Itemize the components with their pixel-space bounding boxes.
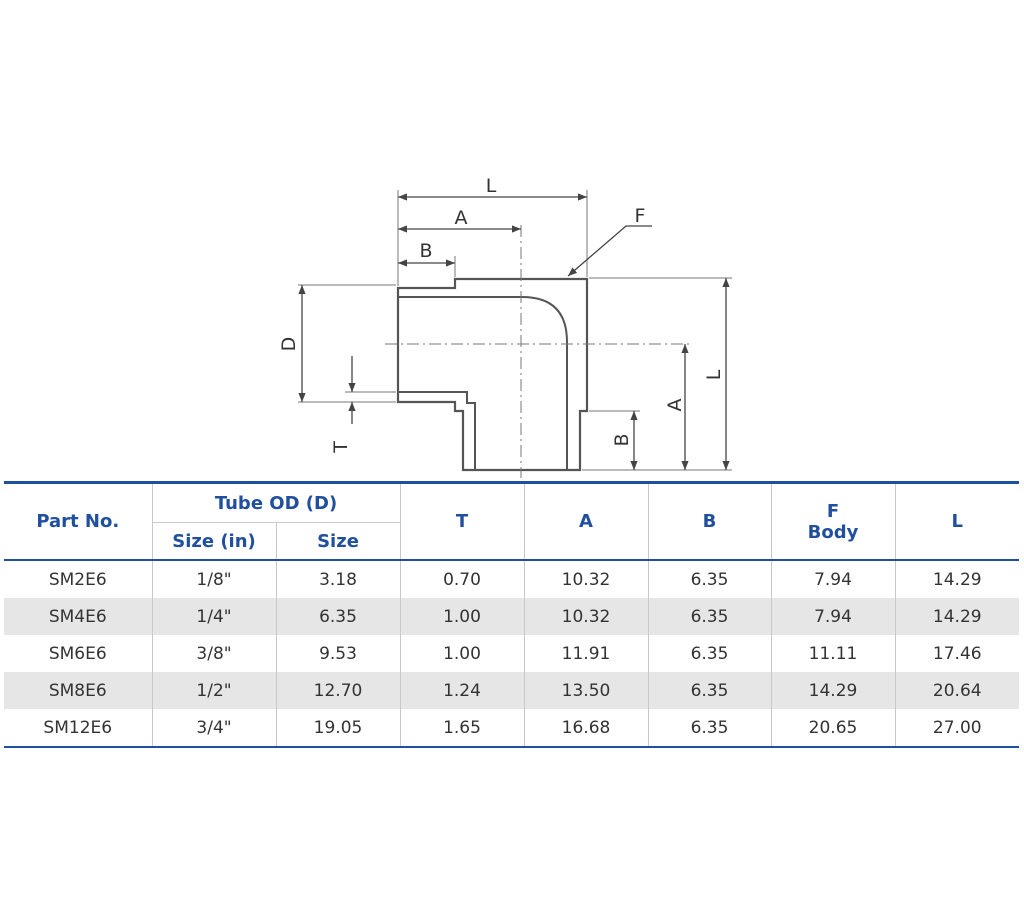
header-tube-od: Tube OD (D) bbox=[151, 482, 401, 523]
cell-a: 10.32 bbox=[523, 598, 649, 635]
table-row: SM6E6 3/8" 9.53 1.00 11.91 6.35 11.11 17… bbox=[4, 635, 1020, 672]
cell-size: 19.05 bbox=[275, 709, 401, 747]
cell-t: 1.65 bbox=[399, 709, 525, 747]
cell-a: 13.50 bbox=[523, 672, 649, 709]
cell-b: 6.35 bbox=[647, 709, 772, 747]
cell-b: 6.35 bbox=[647, 635, 772, 672]
center-lines bbox=[385, 225, 690, 478]
cell-part-no: SM8E6 bbox=[4, 672, 152, 709]
dim-label-a-top: A bbox=[455, 207, 468, 229]
cell-size: 9.53 bbox=[275, 635, 401, 672]
header-t: T bbox=[399, 482, 525, 560]
cell-part-no: SM12E6 bbox=[43, 717, 113, 738]
dim-label-f: F bbox=[635, 205, 646, 227]
cell-b: 6.35 bbox=[647, 598, 772, 635]
dim-label-d: D bbox=[278, 337, 300, 352]
cell-f: 11.11 bbox=[770, 635, 896, 672]
cell-size-in: 3/8" bbox=[151, 635, 276, 672]
dim-label-b-right: B bbox=[611, 433, 633, 446]
header-b: B bbox=[647, 482, 772, 560]
elbow-fitting-drawing: L A B F D T A B L bbox=[278, 175, 732, 478]
cell-f: 7.94 bbox=[770, 560, 896, 598]
table-row: SM4E6 1/4" 6.35 1.00 10.32 6.35 7.94 14.… bbox=[4, 598, 1020, 635]
header-size: Size bbox=[275, 522, 401, 560]
extension-lines bbox=[298, 190, 732, 471]
cell-part-no: SM4E6 bbox=[4, 598, 152, 635]
header-a: A bbox=[523, 482, 649, 560]
cell-size-in: 1/2" bbox=[151, 672, 276, 709]
dim-label-t: T bbox=[330, 441, 352, 454]
dim-label-l-right: L bbox=[703, 369, 725, 380]
cell-a: 16.68 bbox=[523, 709, 649, 747]
cell-a: 10.32 bbox=[523, 560, 649, 598]
header-part-no: Part No. bbox=[36, 511, 120, 532]
cell-part-no: SM2E6 bbox=[48, 569, 107, 590]
cell-t: 1.00 bbox=[399, 598, 525, 635]
dimension-table: Part No. Tube OD (D) T A B F Body L Size… bbox=[4, 481, 1020, 748]
dim-label-b-top: B bbox=[419, 240, 432, 262]
cell-f: 20.65 bbox=[770, 709, 896, 747]
cell-f: 7.94 bbox=[770, 598, 896, 635]
table-row: SM8E6 1/2" 12.70 1.24 13.50 6.35 14.29 2… bbox=[4, 672, 1020, 709]
cell-l: 20.64 bbox=[894, 672, 1020, 709]
cell-size: 6.35 bbox=[275, 598, 401, 635]
cell-a: 11.91 bbox=[523, 635, 649, 672]
table-row: SM12E6 3/4" 19.05 1.65 16.68 6.35 20.65 … bbox=[4, 709, 1020, 747]
cell-size: 3.18 bbox=[275, 560, 401, 598]
cell-l: 17.46 bbox=[894, 635, 1020, 672]
dim-label-a-right: A bbox=[664, 399, 686, 412]
cell-l: 14.29 bbox=[894, 560, 1020, 598]
cell-size-in: 1/4" bbox=[151, 598, 276, 635]
header-f-body: F Body bbox=[770, 482, 896, 560]
table-row: SM2E6 1/8" 3.18 0.70 10.32 6.35 7.94 14.… bbox=[4, 560, 1020, 598]
cell-size: 12.70 bbox=[275, 672, 401, 709]
cell-part-no: SM6E6 bbox=[48, 643, 107, 664]
dim-label-l-top: L bbox=[486, 175, 497, 197]
cell-t: 0.70 bbox=[399, 560, 525, 598]
header-l: L bbox=[894, 482, 1020, 560]
cell-b: 6.35 bbox=[647, 672, 772, 709]
fitting-outline bbox=[396, 277, 589, 472]
cell-l: 14.29 bbox=[894, 598, 1020, 635]
cell-l: 27.00 bbox=[894, 709, 1020, 747]
cell-t: 1.24 bbox=[399, 672, 525, 709]
fitting-bore bbox=[398, 296, 568, 470]
header-body: Body bbox=[807, 521, 859, 543]
cell-size-in: 1/8" bbox=[151, 560, 276, 598]
dimension-lines bbox=[298, 193, 730, 470]
cell-f: 14.29 bbox=[770, 672, 896, 709]
header-f: F bbox=[826, 500, 840, 522]
cell-size-in: 3/4" bbox=[151, 709, 276, 747]
header-size-in: Size (in) bbox=[151, 522, 276, 560]
cell-t: 1.00 bbox=[399, 635, 525, 672]
cell-b: 6.35 bbox=[647, 560, 772, 598]
